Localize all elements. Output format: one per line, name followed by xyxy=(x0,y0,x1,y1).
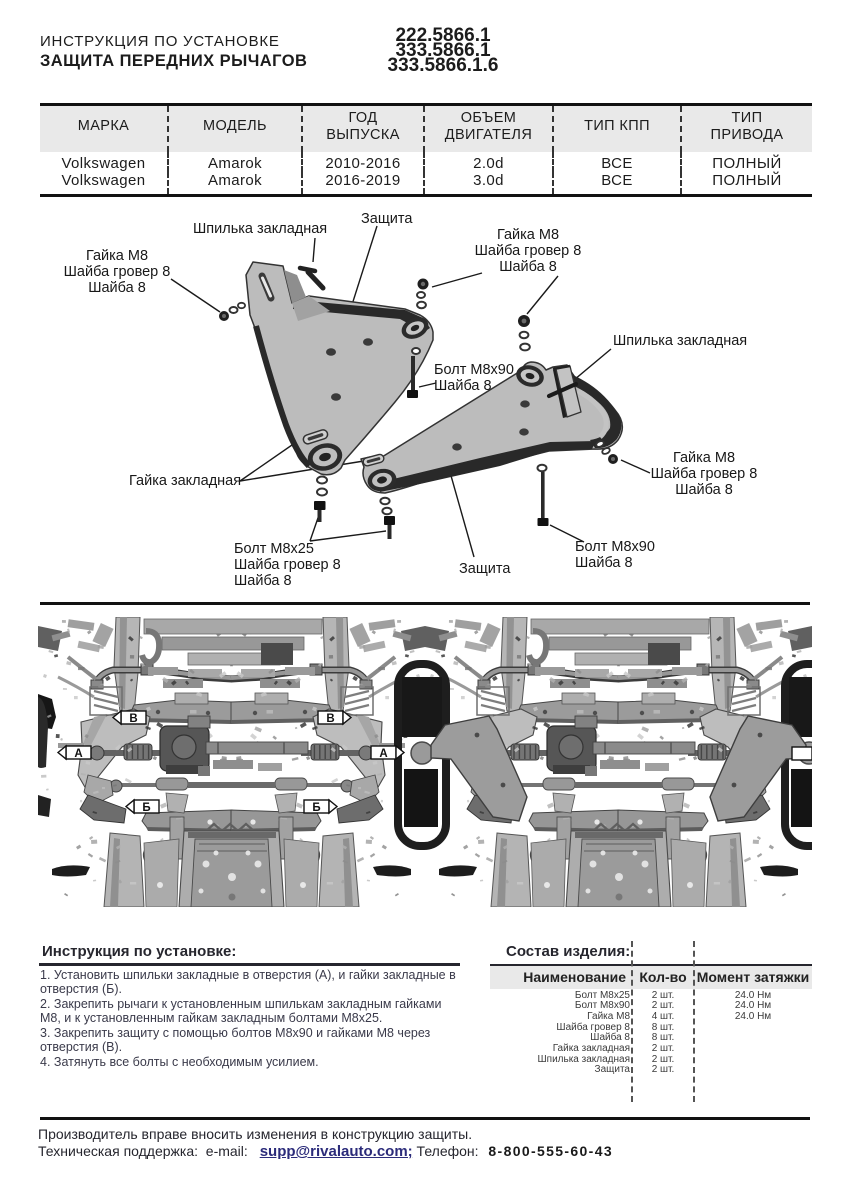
svg-text:В: В xyxy=(129,713,137,725)
svg-text:В: В xyxy=(326,713,334,725)
svg-text:Б: Б xyxy=(312,802,320,814)
svg-text:А: А xyxy=(379,748,387,760)
svg-text:Б: Б xyxy=(142,802,150,814)
svg-text:А: А xyxy=(74,748,82,760)
